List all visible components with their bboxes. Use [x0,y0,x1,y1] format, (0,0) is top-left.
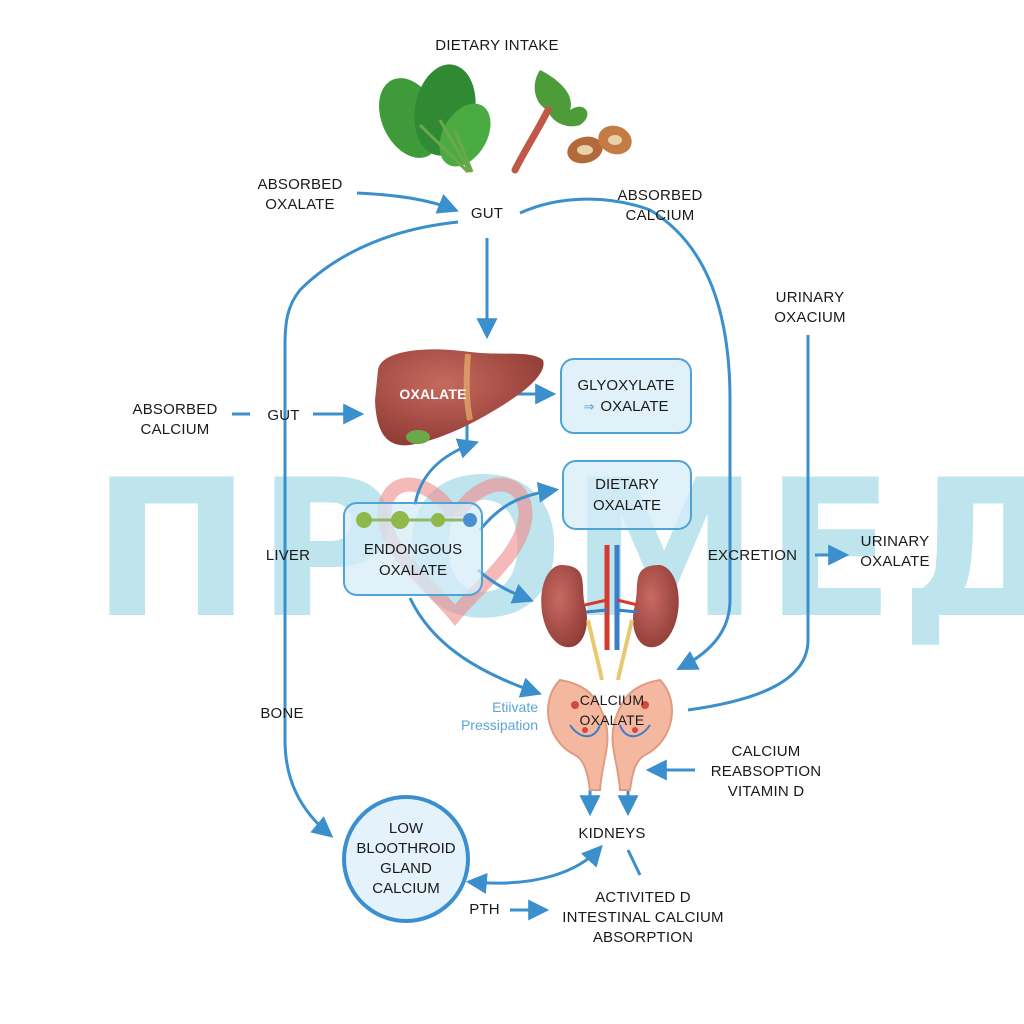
kidneys-label: KIDNEYS [578,825,646,842]
bone-label: BONE [260,705,304,722]
liver-icon [375,349,544,446]
rhubarb-icon [511,70,588,174]
spinach-icon [379,64,491,174]
nephron-icon [547,678,673,791]
glyoxylate-box: GLYOXYLATE ⇒ OXALATE [560,358,692,434]
double-arrow-icon: ⇒ [583,399,595,414]
gut-left-label: GUT [267,407,300,424]
excretion-label: EXCRETION [707,547,798,564]
gut-top-label: GUT [470,205,504,222]
glyoxylate-oxalate-label: OXALATE [600,398,669,415]
kidneys-icon [541,545,679,681]
nuts-icon [567,125,632,164]
pth-label: PTH [469,901,500,918]
liver-oxalate-label: OXALATE [399,386,467,402]
liver-label: LIVER [265,547,311,564]
molecule-chain-icon [356,511,477,529]
diagram-title: DIETARY INTAKE [435,37,559,54]
glyoxylate-label: GLYOXYLATE [577,377,675,394]
heart-logo-icon [377,477,533,626]
